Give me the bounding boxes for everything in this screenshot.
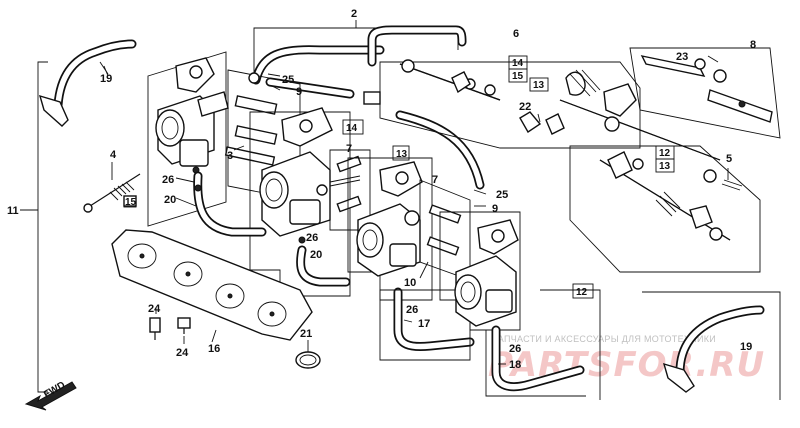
label-20-a: 20 [164, 194, 176, 206]
watermark-text: ЗАПЧАСТИ И АКСЕССУАРЫ ДЛЯ МОТОТЕХНИКИ [492, 334, 716, 344]
bolt-24a [149, 317, 161, 340]
label-14-box-a: 14 [346, 123, 358, 134]
label-17: 17 [418, 318, 430, 330]
carburetor-2 [249, 107, 351, 297]
hose-2-top [251, 25, 485, 190]
label-19-right: 19 [740, 341, 752, 353]
label-9-mid: 9 [492, 203, 498, 215]
intake-manifold-16 [111, 229, 313, 341]
label-13-box-a: 13 [396, 149, 408, 160]
reference-boxes [123, 55, 675, 299]
label-26-b: 26 [306, 232, 318, 244]
callout-labels: 2 6 8 19 25 9 23 3 4 26 20 11 7 7 26 20 … [7, 8, 756, 371]
label-25-top: 25 [282, 74, 294, 86]
carburetor-4 [439, 211, 521, 331]
watermark-logo: PARTSFOR.RU [488, 345, 765, 385]
label-19-left: 19 [100, 73, 112, 85]
label-24-b: 24 [176, 347, 189, 359]
carburetor-3 [347, 157, 433, 301]
label-5: 5 [726, 153, 732, 165]
bolt-24b [177, 317, 191, 334]
label-21: 21 [300, 328, 312, 340]
label-13-box-c: 13 [659, 161, 671, 172]
label-12-box-b: 12 [576, 287, 588, 298]
hose-20 [193, 171, 351, 287]
label-14-box-b: 14 [512, 58, 524, 69]
carburetor-1 [147, 51, 229, 227]
label-15-box-b: 15 [125, 197, 137, 208]
label-7-b: 7 [432, 174, 438, 186]
label-6: 6 [513, 28, 519, 40]
label-12-box-a: 12 [659, 148, 671, 159]
label-20-b: 20 [310, 249, 322, 261]
bracket-11 [20, 61, 48, 393]
hose-18 [485, 325, 586, 397]
link-rod-8 [629, 47, 781, 139]
label-2: 2 [351, 8, 357, 20]
lower-shaft-assembly [569, 145, 761, 273]
label-7-a: 7 [346, 143, 352, 155]
label-26-a: 26 [162, 174, 174, 186]
hose-19-left [38, 39, 137, 127]
label-13-box-b: 13 [533, 80, 545, 91]
label-10: 10 [404, 277, 416, 289]
label-3: 3 [227, 150, 233, 162]
label-24-a: 24 [148, 303, 161, 315]
bracket-12 [540, 289, 601, 400]
throttle-shaft-assembly [379, 59, 721, 161]
label-4: 4 [110, 149, 117, 161]
label-22: 22 [519, 101, 531, 113]
links-10 [419, 179, 471, 281]
label-9-top: 9 [296, 86, 302, 98]
clamp-21 [295, 351, 321, 369]
label-16: 16 [208, 343, 220, 355]
label-15-box-a: 15 [512, 71, 524, 82]
fwd-arrow-icon: FWD [24, 380, 77, 411]
label-26-c: 26 [406, 304, 418, 316]
label-25-mid: 25 [496, 189, 508, 201]
hose-19-right [642, 291, 781, 400]
label-11: 11 [7, 205, 19, 217]
label-23: 23 [676, 51, 688, 63]
label-18: 18 [509, 359, 521, 371]
leader-lines [103, 55, 729, 365]
label-8: 8 [750, 39, 756, 51]
label-26-d: 26 [509, 343, 521, 355]
watermark: ЗАПЧАСТИ И АКСЕССУАРЫ ДЛЯ МОТОТЕХНИКИ PA… [488, 334, 765, 385]
screw-4 [83, 162, 141, 213]
